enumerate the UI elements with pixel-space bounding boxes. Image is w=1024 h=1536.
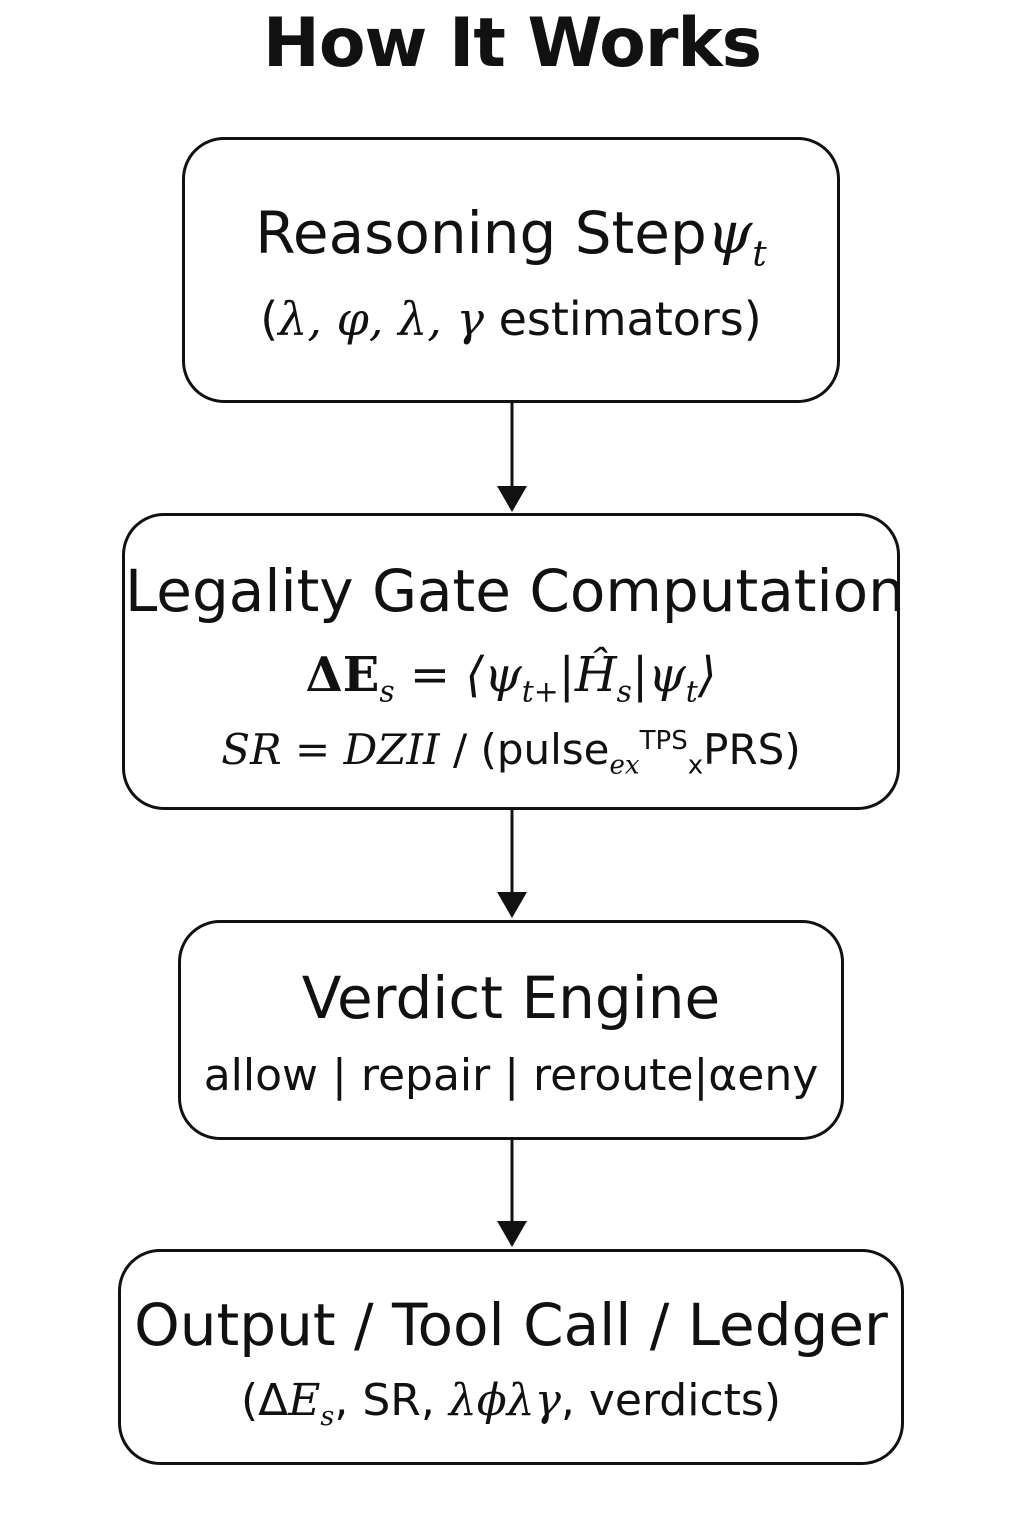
estimators-label: estimators)	[483, 292, 762, 346]
output-ledger-heading: Output / Tool Call / Ledger	[134, 1291, 888, 1359]
psi-subscript: t	[752, 233, 767, 275]
arrow-reasoning-to-legality	[497, 403, 527, 512]
ket-close: ⟩	[697, 647, 717, 703]
psi-symbol: ψ	[706, 199, 753, 267]
tps-superscript: TPS	[639, 726, 688, 756]
ledger-e-subscript: s	[320, 1400, 335, 1432]
ledger-mid: , SR,	[334, 1375, 449, 1426]
reasoning-step-box: Reasoning Stepψt (λ, φ, λ, γ estimators)	[182, 137, 840, 403]
ledger-greek: λϕλγ	[448, 1375, 561, 1426]
reasoning-step-heading: Reasoning Stepψt	[185, 198, 837, 272]
pulse-text: / (pulse	[439, 725, 610, 774]
delta-e-lhs: ΔE	[305, 647, 380, 703]
ledger-close: , verdicts)	[560, 1375, 781, 1426]
verdict-options: allow | repair | reroute|αeny	[203, 1050, 819, 1101]
ket-psi: |ψ	[631, 647, 686, 703]
sr-equation: SR = DZII / (pulseexTPSxPRS)	[125, 721, 897, 779]
ledger-e: E	[288, 1375, 321, 1426]
reasoning-step-detail: (λ, φ, λ, γ estimators)	[185, 290, 837, 348]
arrow-legality-to-verdict	[497, 810, 527, 918]
hamiltonian-operator: |Ĥ	[558, 647, 617, 703]
legality-gate-box: Legality Gate Computation ΔEs = ⟨ψt+|Ĥs|…	[122, 513, 905, 810]
diagram-title: How It Works	[262, 4, 762, 83]
prs-text: PRS)	[703, 725, 801, 774]
x-subscript: x	[687, 750, 704, 781]
delta-e-lhs-subscript: s	[379, 674, 395, 710]
hamiltonian-subscript: s	[616, 674, 632, 710]
ket-psi-subscript: t	[685, 674, 698, 710]
reasoning-step-heading-text: Reasoning Step	[255, 199, 707, 267]
output-ledger-detail: (ΔEs, SR, λϕλγ, verdicts)	[121, 1372, 901, 1430]
estimators-open-paren: (	[260, 292, 279, 346]
arrow-verdict-to-output	[497, 1140, 527, 1247]
estimator-symbols: λ, φ, λ, γ	[278, 292, 484, 346]
verdict-engine-heading: Verdict Engine	[301, 964, 721, 1032]
pulse-subscript: ex	[609, 750, 640, 781]
bra-psi-subscript: t+	[521, 674, 559, 710]
bra-psi: = ⟨ψ	[394, 647, 522, 703]
ledger-open: (Δ	[241, 1375, 289, 1426]
sr-lhs: SR = DZII	[221, 725, 440, 774]
legality-gate-heading: Legality Gate Computation	[125, 557, 905, 625]
verdict-engine-box: Verdict Engine allow | repair | reroute|…	[178, 920, 844, 1140]
delta-e-equation: ΔEs = ⟨ψt+|Ĥs|ψt⟩	[125, 646, 897, 707]
output-ledger-box: Output / Tool Call / Ledger (ΔEs, SR, λϕ…	[118, 1249, 904, 1465]
